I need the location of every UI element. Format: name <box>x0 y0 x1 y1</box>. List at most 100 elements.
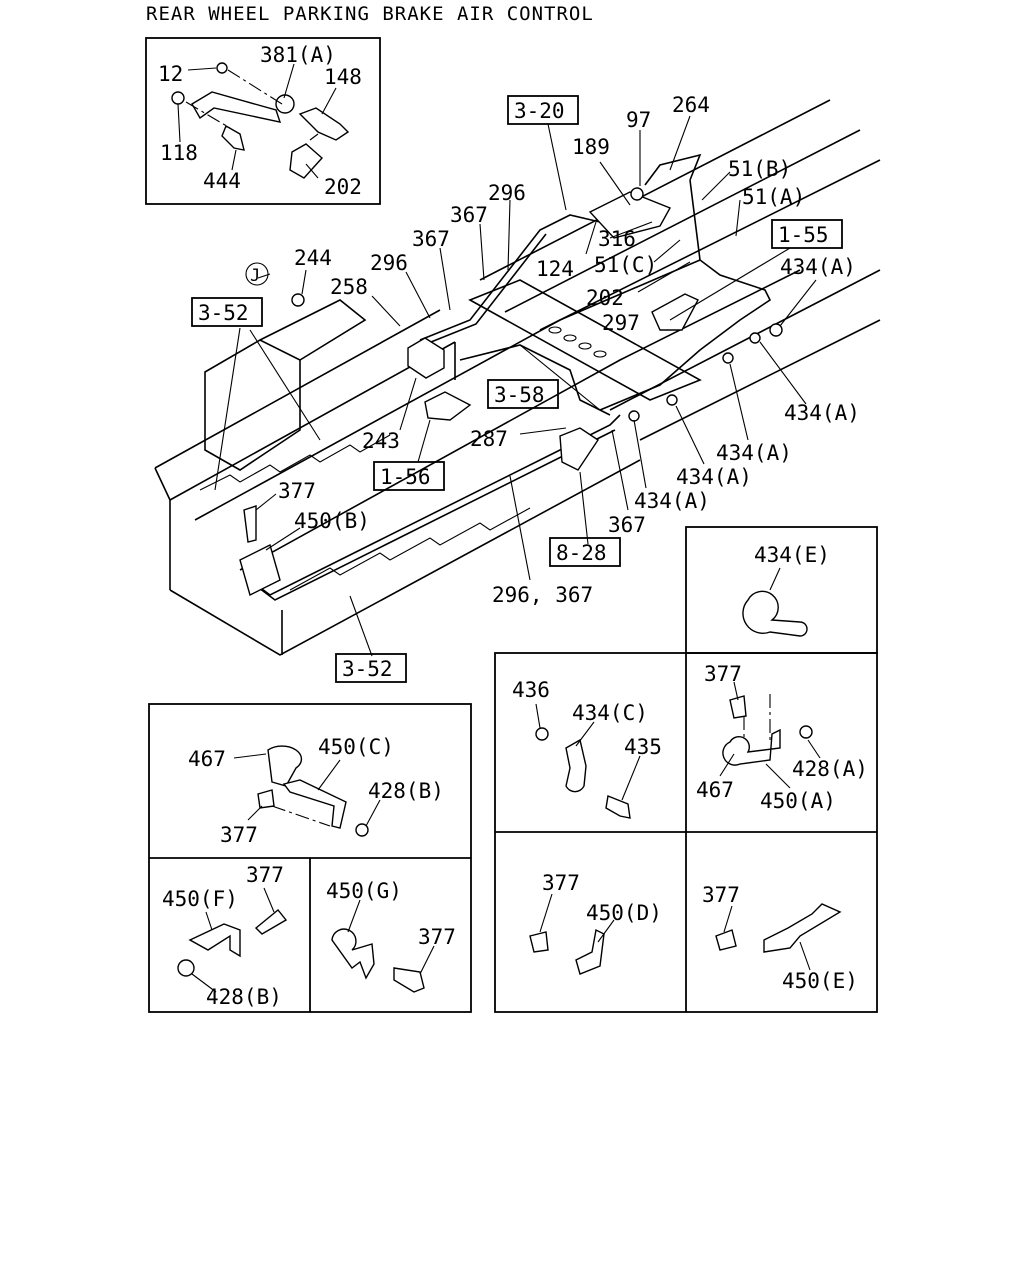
nut-436-shape <box>535 727 549 741</box>
ref-box-3-52-upper <box>191 297 263 327</box>
leader-line <box>597 919 615 943</box>
label-450c: 450(C) <box>318 735 394 759</box>
leader-line <box>575 721 595 747</box>
label-450d: 450(D) <box>586 901 662 925</box>
bolt-435-shape <box>605 795 631 819</box>
label-377-c: 377 <box>220 823 258 847</box>
nut-12-shape <box>216 62 228 74</box>
leader-line <box>365 799 381 827</box>
leader-line <box>669 115 691 171</box>
nut-118-shape <box>171 91 185 105</box>
leader-line <box>479 223 485 281</box>
brake-pipe-upper-2 <box>425 233 547 345</box>
assembly-line <box>309 133 319 141</box>
label-467-a: 467 <box>696 778 734 802</box>
clamp-434a <box>666 394 678 406</box>
label-243: 243 <box>362 429 400 453</box>
bolt-377-shape <box>257 789 275 809</box>
label-377-f: 377 <box>246 863 284 887</box>
label-428a: 428(A) <box>792 757 868 781</box>
brake-pipe-upper <box>419 214 601 341</box>
bolt-377-shape <box>393 967 425 993</box>
assembly-line <box>227 69 283 105</box>
label-450g: 450(G) <box>326 879 402 903</box>
nut-428a-shape <box>799 725 813 739</box>
leader-line <box>233 753 267 759</box>
leader-line <box>519 427 567 435</box>
nut-244 <box>291 293 305 307</box>
leader-line <box>675 405 705 465</box>
label-450f: 450(F) <box>162 887 238 911</box>
valve-body-shape <box>298 107 350 141</box>
label-367-upper: 367 <box>450 203 488 227</box>
leader-line <box>765 763 791 789</box>
label-297: 297 <box>602 311 640 335</box>
frame-rail-edge <box>169 342 456 590</box>
label-296-mid: 296 <box>370 251 408 275</box>
label-377-e: 377 <box>702 883 740 907</box>
bracket-450e-shape <box>763 903 842 953</box>
brake-pipe-296 <box>249 414 621 596</box>
bracket-450a-shape <box>722 728 781 766</box>
leader-line <box>255 493 277 511</box>
main-labels: 264 97 189 51(B) 51(A) 296 367 367 296 2… <box>278 93 860 607</box>
label-377: 377 <box>278 479 316 503</box>
leader-line <box>177 103 181 143</box>
leader-line <box>249 329 321 441</box>
leader-line <box>723 905 733 933</box>
ref-box-1-56 <box>373 461 445 491</box>
bolt-377-shape <box>729 695 747 719</box>
cross-member-hole <box>548 326 562 334</box>
chamber-297 <box>651 293 699 331</box>
label-377-a: 377 <box>704 662 742 686</box>
label-435: 435 <box>624 735 662 759</box>
label-367-lower: 367 <box>608 513 646 537</box>
label-434e: 434(E) <box>754 543 830 567</box>
label-434a-3: 434(A) <box>716 441 792 465</box>
cross-member-hole <box>578 342 592 350</box>
leader-line <box>263 887 275 913</box>
bracket-450f-shape <box>188 923 241 958</box>
clamp-434a <box>749 332 761 344</box>
ref-3-20: 3-20 <box>514 99 565 123</box>
label-434a-4: 434(A) <box>676 465 752 489</box>
label-244: 244 <box>294 246 332 270</box>
assembly-line <box>271 805 331 827</box>
label-97: 97 <box>626 108 651 132</box>
inset-valve-bracket: 12 381(A) 148 118 444 202 <box>145 37 381 205</box>
label-287: 287 <box>470 427 508 451</box>
leader-line <box>609 221 653 239</box>
ref-box-3-58 <box>487 379 559 409</box>
leader-line <box>321 87 337 115</box>
leader-line <box>317 759 341 791</box>
leader-line <box>417 419 431 463</box>
leader-line <box>735 199 741 237</box>
label-450a: 450(A) <box>760 789 836 813</box>
label-450b: 450(B) <box>294 509 370 533</box>
bracket-450g-shape <box>331 928 375 980</box>
label-189: 189 <box>572 135 610 159</box>
connector-circle-j <box>245 262 269 286</box>
ref-1-56: 1-56 <box>380 465 431 489</box>
leader-line <box>759 341 807 405</box>
ref-box-8-28 <box>549 537 621 567</box>
label-202: 202 <box>586 286 624 310</box>
label-434c: 434(C) <box>572 701 648 725</box>
label-12: 12 <box>158 62 183 86</box>
band-467-shape <box>267 745 303 787</box>
label-436: 436 <box>512 678 550 702</box>
leader-line <box>519 344 601 411</box>
cross-member-hole <box>563 334 577 342</box>
valve-unit-287 <box>559 427 599 471</box>
leader-line <box>807 739 821 759</box>
rail-flange <box>289 507 531 591</box>
brake-hose-264 <box>644 153 702 186</box>
label-367-mid: 367 <box>412 227 450 251</box>
bolt-377-shape <box>254 909 288 935</box>
leader-line <box>539 893 553 933</box>
valve-unit-243 <box>407 337 445 379</box>
leader-line <box>633 419 647 489</box>
leader-line <box>347 899 361 933</box>
valve-bracket-shape <box>191 91 282 123</box>
